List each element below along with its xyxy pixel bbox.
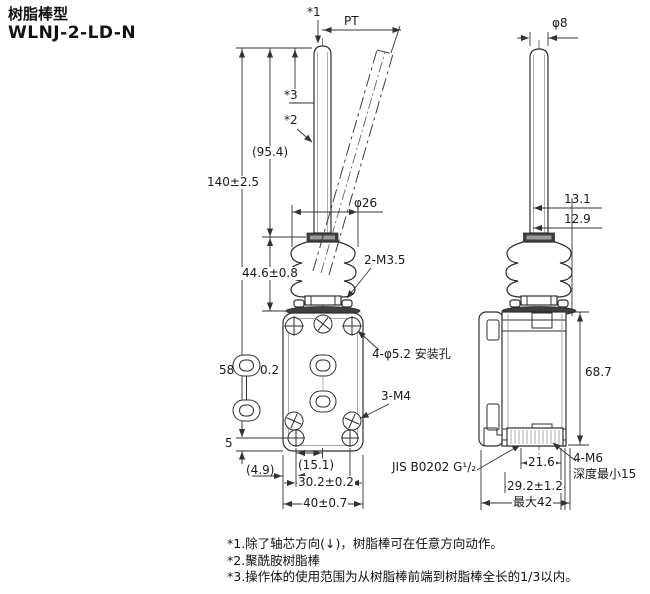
model-number: WLNJ-2-LD-N xyxy=(8,23,137,43)
dim-label-edge-offset: (4.9) xyxy=(246,463,275,477)
dim-label-mount-thread: 4-M6 xyxy=(573,451,603,465)
side-bellows xyxy=(505,241,573,298)
dim-label-ref1: *1 xyxy=(307,5,321,19)
front-body xyxy=(282,312,364,452)
dim-label-ref3: *3 xyxy=(283,88,299,102)
mounting-hole-top-left xyxy=(284,316,304,336)
front-resin-rod xyxy=(313,45,332,234)
dim-label-pt: PT xyxy=(344,14,359,28)
side-body xyxy=(478,311,567,447)
cover-screw-bottom-right xyxy=(342,411,362,431)
mounting-hole-top-right xyxy=(342,316,362,336)
dim-label-conduit-thread: JIS B0202 G¹/₂ xyxy=(392,460,477,474)
dim-label-conduit-len: 21.6 xyxy=(527,455,556,469)
dim-label-bellows-length: 44.6±0.8 xyxy=(241,266,299,280)
dim-label-mounting-holes: 4-φ5.2 安装孔 xyxy=(372,347,451,361)
drawing-title: 树脂棒型 WLNJ-2-LD-N xyxy=(8,5,136,43)
dim-label-body-width: 40±0.7 xyxy=(302,496,349,510)
dim-label-head-screws: 2-M3.5 xyxy=(364,253,406,267)
center-slots xyxy=(309,354,337,413)
side-conduit xyxy=(506,427,564,447)
dim-label-hole-pitch-v: 58 xyxy=(219,363,235,377)
dim-label-hole-offset: (15.1) xyxy=(297,458,336,472)
dim-label-max-depth: 最大42 xyxy=(512,495,554,509)
dim-label-mount-depth: 29.2±1.2 xyxy=(506,479,564,493)
dim-label-ref2: *2 xyxy=(284,113,298,127)
side-resin-rod xyxy=(529,48,549,234)
dim-label-head-offset-2: 12.9 xyxy=(564,212,591,226)
dim-label-body-screws: 3-M4 xyxy=(381,389,411,403)
front-bellows xyxy=(289,241,357,298)
front-rod-rotated-position xyxy=(312,49,394,276)
footnote-2: *2.聚酰胺树脂棒 xyxy=(227,552,321,568)
dim-label-body-height: 68.7 xyxy=(585,365,612,379)
type-label: 树脂棒型 xyxy=(8,5,69,23)
cover-screw-top xyxy=(313,314,333,334)
dim-label-total-length: 140±2.5 xyxy=(206,175,261,189)
footnote-1: *1.除了轴芯方向(↓)，树脂棒可在任意方向动作。 xyxy=(227,536,503,551)
dim-label-bellows-dia: φ26 xyxy=(354,196,378,210)
dim-label-hole-pitch-v-tol: 0.2 xyxy=(260,363,280,377)
mounting-hole-bottom-right xyxy=(341,429,359,447)
side-view xyxy=(478,32,602,510)
footnote-3: *3.操作体的使用范围为从树脂棒前端到树脂棒全长的1/3以内。 xyxy=(227,569,578,584)
dim-label-thread-depth: 深度最小15 xyxy=(573,467,637,481)
footnotes: *1.除了轴芯方向(↓)，树脂棒可在任意方向动作。 *2.聚酰胺树脂棒 *3.操… xyxy=(227,536,578,586)
dim-label-hole-pitch-h: 30.2±0.2 xyxy=(297,475,355,489)
dim-label-rod-dia: φ8 xyxy=(552,16,568,30)
dim-label-head-offset-1: 13.1 xyxy=(564,192,591,206)
dim-label-bottom-offset: 5 xyxy=(225,436,233,450)
dim-label-rod-length: (95.4) xyxy=(251,145,290,159)
